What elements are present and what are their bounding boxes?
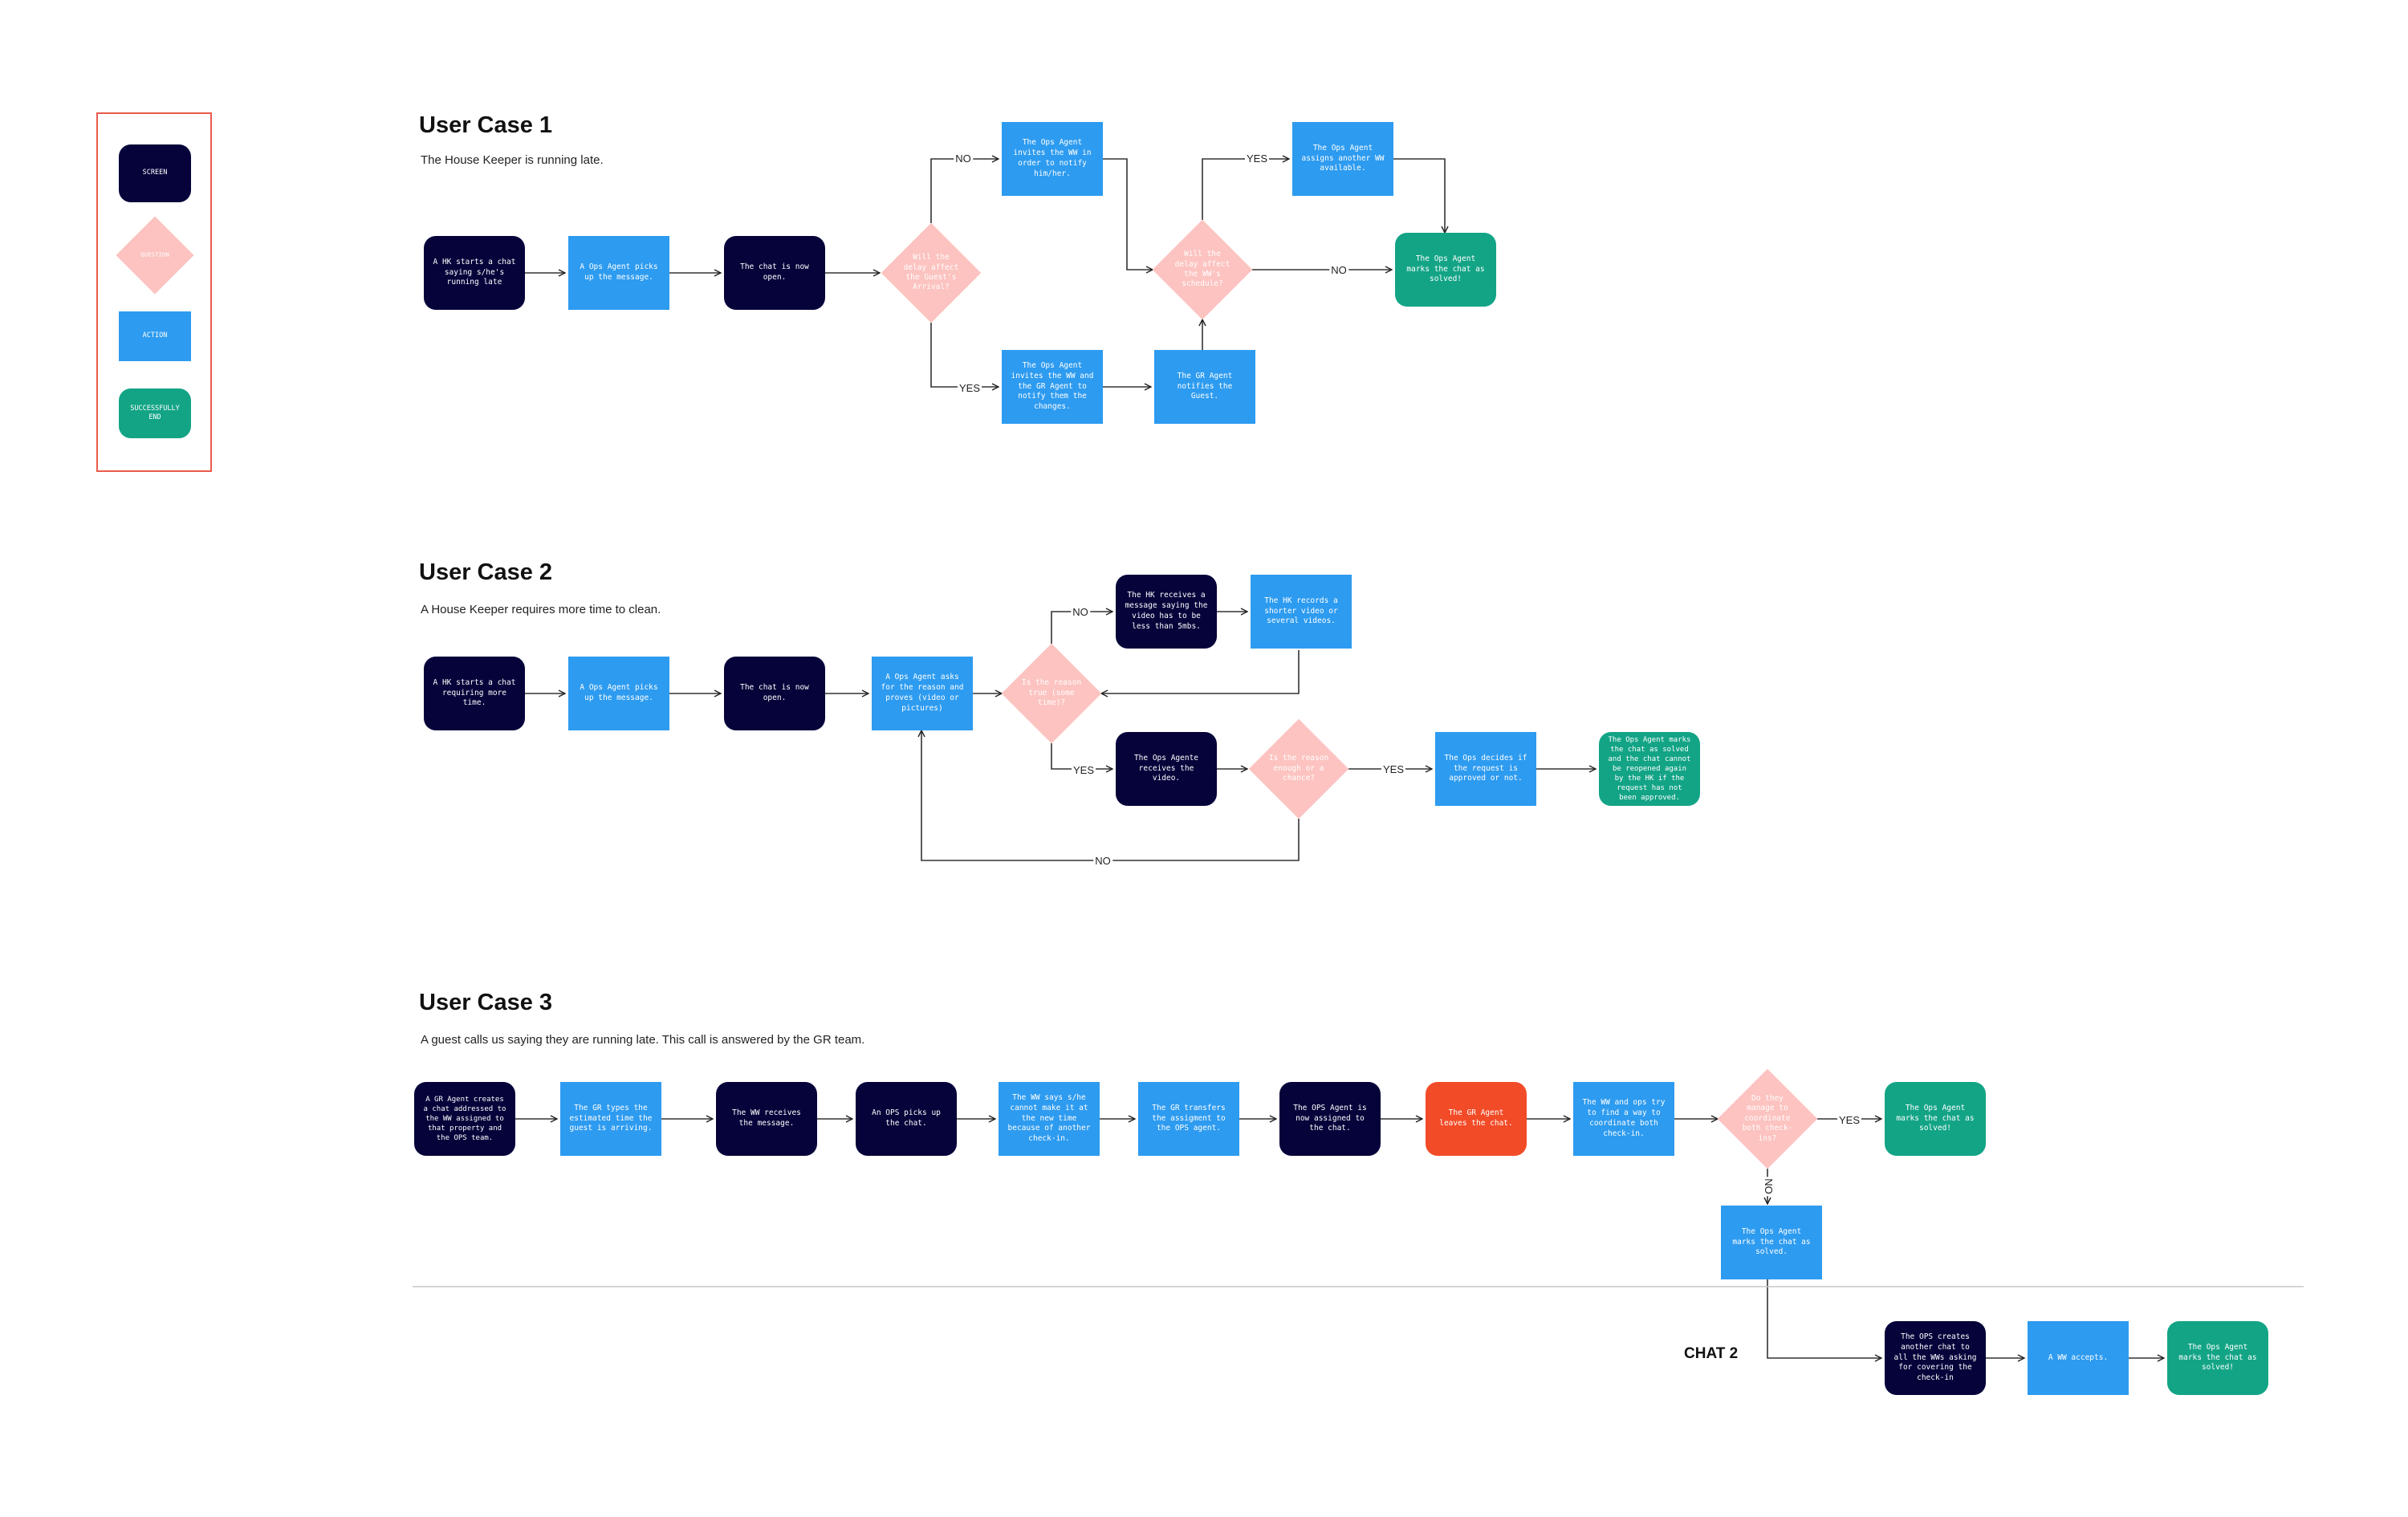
case1-label-no-2: NO: [1329, 264, 1348, 276]
case3-chat2-solved: The Ops Agent marks the chat as solved!: [2167, 1321, 2268, 1395]
case2-ops-picks-up: A Ops Agent picks up the message.: [568, 657, 669, 730]
case2-chat-solved: The Ops Agent marks the chat as solved a…: [1599, 732, 1700, 806]
case3-label-yes: YES: [1837, 1114, 1862, 1126]
case2-label-no: NO: [1071, 606, 1090, 618]
case1-title: User Case 1: [419, 112, 553, 138]
case3-gr-types-time: The GR types the estimated time the gues…: [560, 1082, 661, 1156]
case1-invite-ww-gr: The Ops Agent invites the WW and the GR …: [1002, 350, 1103, 424]
edge: [1390, 158, 1445, 233]
case3-ww-cannot-make-it: The WW says s/he cannot make it at the n…: [999, 1082, 1100, 1156]
case3-ops-assigned: The OPS Agent is now assigned to the cha…: [1279, 1082, 1381, 1156]
case2-label-yes: YES: [1071, 764, 1096, 776]
edge: [1767, 1279, 1881, 1358]
case3-ops-creates-chat: The OPS creates another chat to all the …: [1885, 1321, 1986, 1395]
case3-title: User Case 3: [419, 990, 553, 1015]
legend-box: SCREEN QUESTION ACTION SUCCESSFULLY END: [96, 112, 212, 472]
edge: [930, 159, 999, 223]
case1-chat-solved: The Ops Agent marks the chat as solved!: [1395, 233, 1496, 307]
case3-chat-solved: The Ops Agent marks the chat as solved!: [1885, 1082, 1986, 1156]
case2-hk-receives-message: The HK receives a message saying the vid…: [1116, 575, 1217, 649]
case3-subtitle: A guest calls us saying they are running…: [421, 1033, 865, 1047]
case1-label-yes-2: YES: [1244, 153, 1270, 165]
case2-title: User Case 2: [419, 559, 553, 585]
case2-hk-starts-chat: A HK starts a chat requiring more time.: [424, 657, 525, 730]
case2-label-yes-2: YES: [1381, 763, 1406, 775]
case2-ops-receives-video: The Ops Agente receives the video.: [1116, 732, 1217, 806]
case3-ops-marks-solved: The Ops Agent marks the chat as solved.: [1721, 1206, 1822, 1279]
case1-assign-another-ww: The Ops Agent assigns another WW availab…: [1292, 122, 1393, 196]
case1-invite-ww: The Ops Agent invites the WW in order to…: [1002, 122, 1103, 196]
chat2-label: CHAT 2: [1684, 1345, 1739, 1362]
case1-gr-notifies-guest: The GR Agent notifies the Guest.: [1154, 350, 1255, 424]
edge: [1051, 612, 1112, 644]
case2-hk-records-video: The HK records a shorter video or severa…: [1251, 575, 1352, 649]
case2-question-reason-enough: Is the reason enough or a chance?: [1248, 718, 1349, 820]
case3-gr-creates-chat: A GR Agent creates a chat addressed to t…: [414, 1082, 515, 1156]
case1-question-guest-arrival: Will the delay affect the Guest's Arriva…: [881, 222, 982, 323]
edge: [921, 730, 1300, 861]
edge: [1202, 159, 1289, 220]
case3-question-coordinate: Do they manage to coordinate both check-…: [1717, 1068, 1818, 1169]
case2-chat-open: The chat is now open.: [724, 657, 825, 730]
case1-ops-picks-up: A Ops Agent picks up the message.: [568, 236, 669, 310]
case3-label-no: NO: [1763, 1177, 1775, 1196]
case3-coordinate: The WW and ops try to find a way to coor…: [1573, 1082, 1674, 1156]
case1-question-ww-schedule: Will the delay affect the WW's schedule?: [1152, 219, 1253, 320]
edge: [930, 323, 999, 387]
case1-chat-open: The chat is now open.: [724, 236, 825, 310]
edge: [1101, 650, 1300, 693]
case3-gr-leaves: The GR Agent leaves the chat.: [1426, 1082, 1527, 1156]
legend-question: QUESTION: [116, 216, 194, 295]
case1-label-yes: YES: [957, 382, 982, 394]
case2-ops-asks-reason: A Ops Agent asks for the reason and prov…: [872, 657, 973, 730]
legend-action: ACTION: [119, 311, 191, 361]
case3-ops-picks-up: An OPS picks up the chat.: [856, 1082, 957, 1156]
case2-subtitle: A House Keeper requires more time to cle…: [421, 603, 661, 616]
case2-question-reason-true: Is the reason true (some time)?: [1001, 643, 1102, 744]
case1-hk-starts-chat: A HK starts a chat saying s/he's running…: [424, 236, 525, 310]
edge: [1100, 158, 1153, 270]
legend-end: SUCCESSFULLY END: [119, 388, 191, 438]
legend-screen: SCREEN: [119, 144, 191, 202]
case1-subtitle: The House Keeper is running late.: [421, 153, 604, 167]
case2-ops-decides: The Ops decides if the request is approv…: [1435, 732, 1536, 806]
case3-gr-transfers: The GR transfers the assigment to the OP…: [1138, 1082, 1239, 1156]
case3-ww-accepts: A WW accepts.: [2028, 1321, 2129, 1395]
case1-label-no: NO: [954, 153, 973, 165]
case3-ww-receives: The WW receives the message.: [716, 1082, 817, 1156]
case2-label-no-2: NO: [1093, 855, 1112, 867]
